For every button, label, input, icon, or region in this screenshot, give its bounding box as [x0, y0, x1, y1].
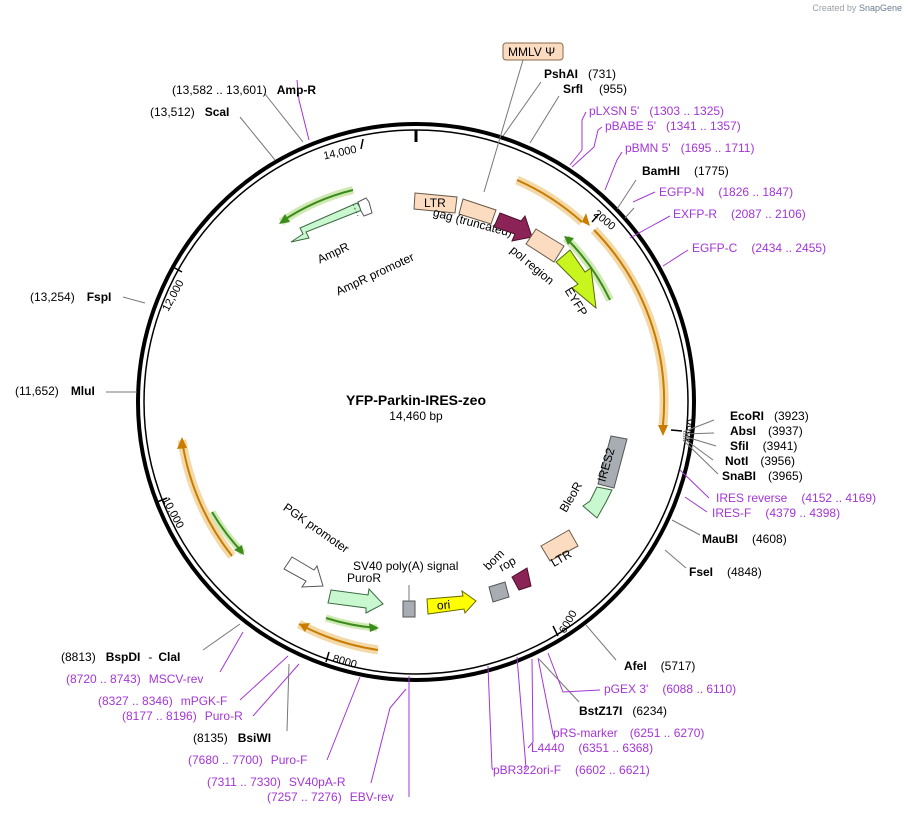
gag-pol-arrow[interactable] — [493, 212, 533, 242]
primer-ires-f[interactable]: IRES-F(4379 .. 4398) — [712, 506, 840, 520]
primer-mscv-rev[interactable]: (8720 .. 8743)MSCV-rev — [66, 672, 203, 686]
site-fspi[interactable]: (13,512)ScaI — [150, 105, 229, 119]
ampr-promoter-arrow[interactable] — [357, 197, 373, 217]
garc-head-4 — [234, 545, 244, 555]
arc-head-4 — [177, 437, 187, 449]
eyfp-arrow[interactable] — [555, 249, 597, 310]
arc-line-1 — [516, 179, 583, 223]
sv40-polya-shape[interactable] — [402, 600, 416, 618]
puror-arrow[interactable] — [327, 587, 384, 614]
snapgene-brand: SnapGene — [858, 3, 902, 13]
primer-pbabe[interactable]: pBABE 5'(1341 .. 1357) — [605, 119, 741, 133]
mmlv-psi-label: MMLV Ψ — [508, 45, 555, 59]
site-nsii[interactable]: (11,652)MluI — [15, 384, 95, 398]
pol-region-shape[interactable] — [525, 228, 565, 263]
tick-2000 — [591, 213, 600, 223]
ampr-promoter-label: AmpR promoter — [334, 250, 417, 298]
gag-shape[interactable] — [458, 198, 497, 225]
site-sfii[interactable]: SfiI(3941) — [730, 439, 797, 453]
features: MMLV Ψ LTR gag (truncated) pol region EY… — [281, 42, 628, 618]
primer-sv40pa-r[interactable]: (7311 .. 7330)SV40pA-R — [207, 775, 346, 789]
primer-l4440[interactable]: L4440(6351 .. 6368) — [531, 741, 653, 755]
arc-line-2 — [593, 229, 666, 426]
primer-ebv-rev[interactable]: (7257 .. 7276)EBV-rev — [267, 790, 394, 804]
primer-plxsn[interactable]: pLXSN 5'(1303 .. 1325) — [589, 104, 724, 118]
site-bsiwi[interactable]: (8135)BsiWI — [193, 731, 271, 745]
arc-head-3 — [299, 623, 310, 632]
plasmid-title: YFP-Parkin-IRES-zeo — [346, 392, 486, 408]
arc-glow-4 — [177, 439, 236, 559]
primer-pbr322ori-f[interactable]: pBR322ori-F(6602 .. 6621) — [493, 763, 650, 777]
plasmid-length: 14,460 bp — [389, 409, 443, 423]
site-labels: PshAI(731) SrfI(955) pLXSN 5'(1303 .. 13… — [15, 67, 876, 804]
site-scai[interactable]: (13,582 .. 13,601)Amp-R — [172, 83, 316, 97]
ori-arrow[interactable] — [426, 589, 477, 615]
tick-14000 — [360, 138, 364, 150]
garc-head-1 — [279, 214, 290, 224]
site-absi[interactable]: AbsI(3937) — [730, 424, 803, 438]
bleor-arrow[interactable] — [582, 486, 613, 519]
ltr-left-label: LTR — [424, 196, 446, 210]
ampr-label: AmpR — [315, 239, 351, 266]
ori-label: ori — [436, 598, 451, 613]
site-maubi[interactable]: MauBI(4608) — [702, 532, 787, 546]
tick-8000 — [325, 651, 330, 663]
tick-6000 — [552, 625, 559, 637]
primer-puro-f[interactable]: (7680 .. 7700)Puro-F — [188, 753, 307, 767]
site-mlui[interactable]: (13,254)FspI — [30, 290, 111, 304]
rop-arrow[interactable] — [511, 567, 532, 591]
backbone-outer — [136, 122, 696, 682]
feature-arcs-outer — [177, 175, 669, 655]
primer-ires-reverse[interactable]: IRES reverse(4152 .. 4169) — [716, 491, 876, 505]
mmlv-psi-box[interactable] — [502, 42, 564, 61]
ampr-arrow[interactable] — [290, 202, 363, 243]
pgk-promoter-label: PGK promoter — [281, 500, 352, 555]
tick-12000 — [172, 266, 183, 273]
primer-egfp-c[interactable]: EGFP-C(2434 .. 2455) — [692, 241, 826, 255]
primer-leaders — [219, 79, 710, 797]
primer-puro-r[interactable]: (8177 .. 8196)Puro-R — [122, 709, 243, 723]
primer-pgex[interactable]: pGEX 3'(6088 .. 6110) — [604, 682, 736, 696]
primer-egfp-n[interactable]: EGFP-N(1826 .. 1847) — [659, 185, 793, 199]
primer-mpgk-f[interactable]: (8327 .. 8346)mPGK-F — [98, 694, 227, 708]
site-bstz17i[interactable]: BstZ17I(6234) — [579, 704, 667, 718]
garc-head-2 — [564, 236, 574, 245]
arc-glow-1 — [515, 175, 586, 226]
tick-10000 — [156, 497, 168, 503]
pgk-promoter-arrow[interactable] — [283, 556, 324, 588]
arc-line-4 — [181, 439, 233, 557]
site-pshai[interactable]: PshAI(731) — [544, 67, 616, 81]
arc-head-1 — [582, 213, 590, 226]
created-by-text: Created by — [812, 3, 857, 13]
created-by-note: Created by SnapGene — [812, 3, 902, 13]
primer-prs-marker[interactable]: pRS-marker(6251 .. 6270) — [553, 726, 704, 740]
primer-exfp-r[interactable]: EXFP-R(2087 .. 2106) — [673, 207, 806, 221]
ltr-right-shape[interactable] — [540, 529, 579, 562]
garc-head-3 — [369, 623, 379, 632]
tick-label-14000: 14,000 — [322, 144, 357, 163]
site-ecori[interactable]: EcoRI(3923) — [730, 409, 809, 423]
sv40-polya-label: SV40 poly(A) signal — [353, 559, 458, 573]
ltr-left-shape[interactable] — [413, 192, 458, 214]
bleor-label: BleoR — [557, 479, 586, 515]
site-snabi[interactable]: SnaBI(3965) — [722, 469, 803, 483]
tick-4000 — [670, 429, 683, 432]
mmlv-psi-leader — [483, 59, 524, 193]
site-fsei[interactable]: FseI(4848) — [689, 565, 762, 579]
site-bspdi-clai[interactable]: (8813)BspDI-ClaI — [61, 650, 180, 664]
feature-arcs-inner — [208, 186, 614, 632]
arc-head-2 — [658, 425, 668, 436]
primer-pbmn[interactable]: pBMN 5'(1695 .. 1711) — [625, 141, 754, 155]
puror-label: PuroR — [347, 571, 381, 585]
site-srfi[interactable]: SrfI(955) — [563, 82, 627, 96]
ires2-shape[interactable] — [597, 435, 628, 489]
tick-label-10000: 10,000 — [159, 495, 185, 530]
site-afei[interactable]: AfeI(5717) — [624, 659, 695, 673]
site-noti[interactable]: NotI(3956) — [725, 454, 795, 468]
site-bamhi[interactable]: BamHI(1775) — [642, 164, 729, 178]
bom-shape[interactable] — [488, 581, 510, 603]
